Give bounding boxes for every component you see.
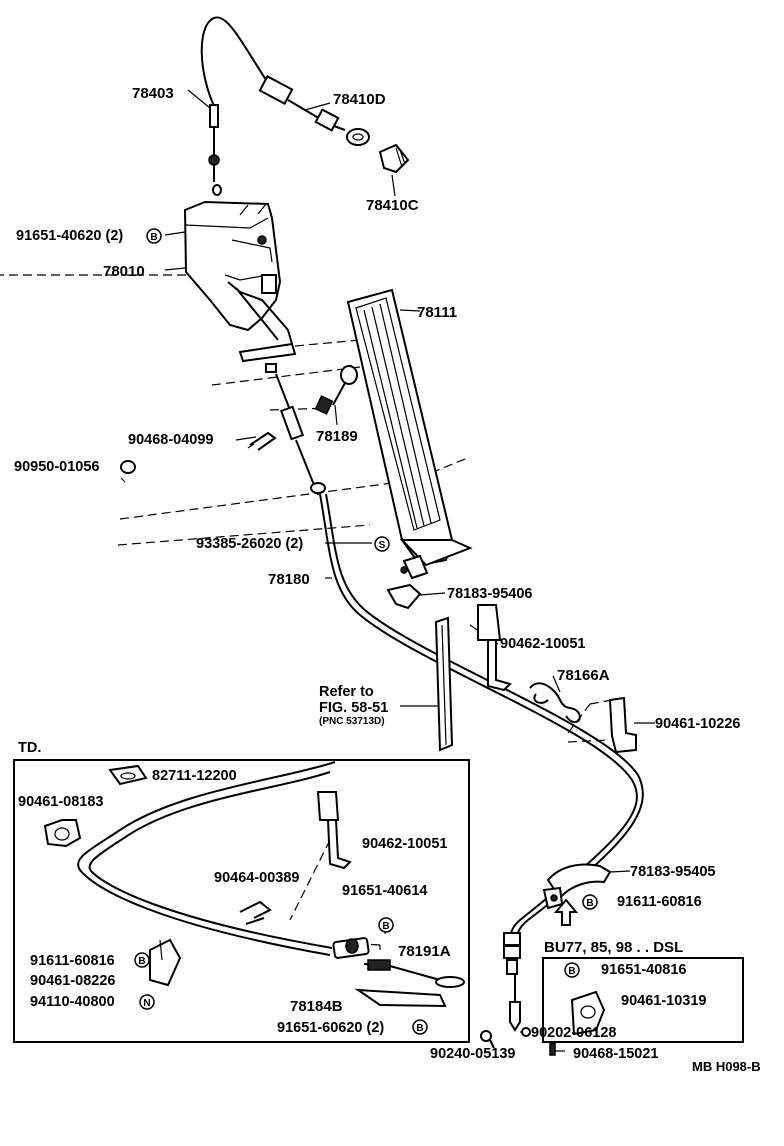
svg-text:B: B [138, 956, 145, 967]
label-91651-40614: 91651-40614 [342, 883, 427, 899]
label-90464-00389: 90464-00389 [214, 870, 299, 886]
screw-symbol-icon: S [374, 536, 390, 552]
label-90950-01056: 90950-01056 [14, 459, 99, 475]
label-91611-60816-right: 91611-60816 [617, 894, 702, 910]
arrow-up-icon [553, 898, 579, 926]
label-82711-12200: 82711-12200 [152, 768, 237, 784]
svg-text:B: B [382, 921, 389, 932]
label-78189: 78189 [316, 428, 358, 445]
td-box-title: TD. [18, 740, 41, 756]
clamp-78183-95406 [386, 554, 429, 610]
label-90202-06128: 90202-06128 [531, 1025, 616, 1041]
throttle-cable-78403 [200, 16, 346, 196]
clamp-78183-95405 [542, 863, 612, 910]
spring-clip-78166A [529, 682, 581, 724]
pivot-rod [238, 342, 297, 363]
label-78410C: 78410C [366, 197, 419, 214]
label-90240-05139: 90240-05139 [430, 1046, 515, 1062]
label-90461-10226: 90461-10226 [655, 716, 740, 732]
accelerator-pedal-78111 [346, 288, 473, 567]
label-78183-95405: 78183-95405 [630, 864, 715, 880]
bolt-symbol-icon: B [564, 962, 580, 978]
svg-text:B: B [586, 898, 593, 909]
label-78403: 78403 [132, 85, 174, 102]
svg-text:B: B [150, 232, 157, 243]
bolt-symbol-icon: B [412, 1019, 428, 1035]
label-fig-reference: FIG. 58-51 [319, 700, 388, 716]
label-78180: 78180 [268, 571, 310, 588]
td-box [13, 759, 470, 1043]
reference-pipe [434, 616, 454, 752]
bolt-symbol-icon: B [378, 917, 394, 933]
bracket-90461-10226 [608, 696, 637, 754]
svg-text:B: B [416, 1023, 423, 1034]
label-93385-26020: 93385-26020 (2) [196, 536, 303, 552]
drawing-code: MB H098-B [692, 1059, 761, 1074]
nut-78410D [346, 128, 370, 146]
td-box-labels: TD. 82711-12200 90461-08183 90462-10051 … [18, 740, 451, 1036]
label-refer-to: Refer to [319, 684, 374, 700]
bracket-90462-10051-top [477, 604, 512, 692]
bolt-symbol-icon: B [134, 952, 150, 968]
label-91611-60816: 91611-60816 [30, 953, 115, 969]
label-90461-08226: 90461-08226 [30, 973, 115, 989]
label-90468-15021: 90468-15021 [573, 1046, 658, 1062]
svg-text:S: S [379, 540, 386, 551]
label-78111: 78111 [417, 304, 457, 321]
bolt-symbol-icon: B [146, 228, 162, 244]
bolt-symbol-icon: B [582, 894, 598, 910]
clip-90468-04099 [247, 431, 277, 451]
bracket-78010 [183, 200, 293, 345]
label-90462-10051-td: 90462-10051 [362, 836, 447, 852]
label-90461-10319: 90461-10319 [621, 993, 706, 1009]
label-91651-40620: 91651-40620 (2) [16, 228, 123, 244]
label-bu-models: BU77, 85, 98 . . DSL [544, 939, 683, 956]
nut-symbol-icon: N [139, 994, 155, 1010]
label-78166A: 78166A [557, 667, 610, 684]
svg-text:N: N [143, 998, 150, 1009]
cap-78410C [378, 143, 410, 174]
label-90468-04099: 90468-04099 [128, 432, 213, 448]
grommet-90950-01056 [120, 460, 136, 483]
label-78410D: 78410D [333, 91, 386, 108]
label-91651-60620: 91651-60620 (2) [277, 1020, 384, 1036]
label-91651-40816: 91651-40816 [601, 962, 686, 978]
label-90462-10051-top: 90462-10051 [500, 636, 585, 652]
part-labels: 78403 78410D 78410C 91651-40620 (2) 7801… [14, 85, 761, 1074]
label-pnc-reference: (PNC 53713D) [319, 716, 385, 727]
label-90461-08183: 90461-08183 [18, 794, 103, 810]
cable-78180 [265, 363, 644, 1032]
label-78191A: 78191A [398, 943, 451, 960]
label-78184B: 78184B [290, 998, 343, 1015]
stopper-78189 [314, 365, 358, 415]
label-78183-95406: 78183-95406 [447, 586, 532, 602]
bolt-symbols: B S B B B B N B [134, 228, 598, 1035]
small-fasteners [480, 1027, 556, 1056]
bu-box [542, 957, 744, 1043]
label-94110-40800: 94110-40800 [30, 994, 115, 1010]
label-78010: 78010 [103, 263, 145, 280]
svg-text:B: B [568, 966, 575, 977]
